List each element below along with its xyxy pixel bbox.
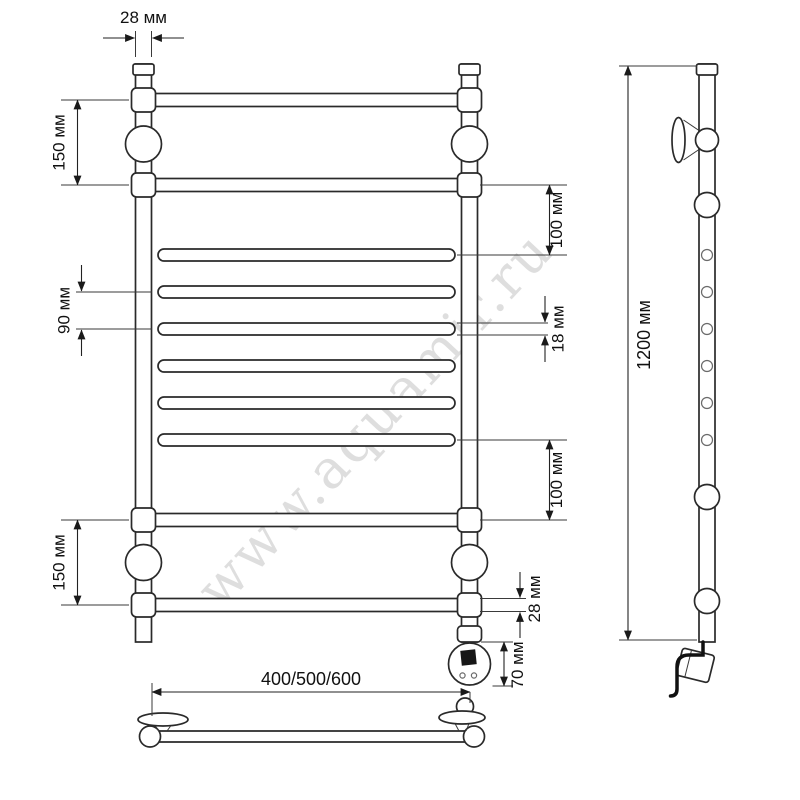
dim-element-protrusion: 70 мм bbox=[481, 641, 527, 689]
dim-right-bottom: 100 мм bbox=[457, 439, 567, 521]
dim-label-150mm-bottom: 150 мм bbox=[50, 534, 69, 590]
heating-element bbox=[447, 642, 492, 686]
watermark-text: www.aquamir.ru bbox=[184, 218, 565, 620]
dim-label-100mm-top: 100 мм bbox=[547, 192, 566, 248]
dim-left-bottom: 150 мм bbox=[50, 519, 129, 606]
dim-label-70mm: 70 мм bbox=[508, 641, 527, 688]
middle-rungs bbox=[157, 248, 456, 447]
dim-label-150mm-top: 150 мм bbox=[50, 114, 69, 170]
side-joint bbox=[693, 191, 721, 219]
dim-width-options: 400/500/600 bbox=[151, 669, 471, 716]
dim-tube-width-top: 28 мм bbox=[103, 8, 184, 57]
power-plug bbox=[668, 640, 716, 698]
power-cable bbox=[668, 640, 705, 698]
dim-overall-height: 1200 мм bbox=[619, 65, 697, 641]
dimension-annotations: 28 мм 150 мм 90 мм 150 мм 100 мм bbox=[50, 8, 697, 716]
dim-bar-diameter: 18 мм bbox=[457, 296, 568, 362]
element-display bbox=[460, 649, 477, 666]
vertical-posts bbox=[132, 63, 481, 643]
rung-collars bbox=[130, 87, 483, 643]
dim-label-18mm: 18 мм bbox=[549, 305, 568, 352]
dim-label-1200mm: 1200 мм bbox=[634, 300, 654, 370]
rung-ends-side bbox=[700, 248, 714, 447]
front-view bbox=[124, 63, 492, 686]
wall-mount-top-right bbox=[438, 697, 486, 732]
dim-label-width-options: 400/500/600 bbox=[261, 669, 361, 689]
dim-label-90mm: 90 мм bbox=[55, 287, 74, 334]
wall-mount-top-left bbox=[137, 712, 189, 732]
side-view bbox=[668, 63, 721, 698]
dim-label-100mm-bottom: 100 мм bbox=[547, 452, 566, 508]
dim-label-28mm-top: 28 мм bbox=[120, 8, 167, 27]
wall-bracket-side bbox=[671, 116, 720, 164]
dim-tube-width-bottom: 28 мм bbox=[480, 572, 544, 638]
dim-right-top: 100 мм bbox=[457, 184, 567, 256]
dim-left-top: 150 мм bbox=[50, 99, 129, 186]
top-view bbox=[137, 697, 486, 748]
wall-mounts-front bbox=[124, 125, 489, 582]
side-joint bbox=[693, 587, 721, 615]
dim-label-28mm-bottom: 28 мм bbox=[525, 575, 544, 622]
side-joint bbox=[693, 483, 721, 511]
dim-left-middle: 90 мм bbox=[55, 265, 152, 356]
